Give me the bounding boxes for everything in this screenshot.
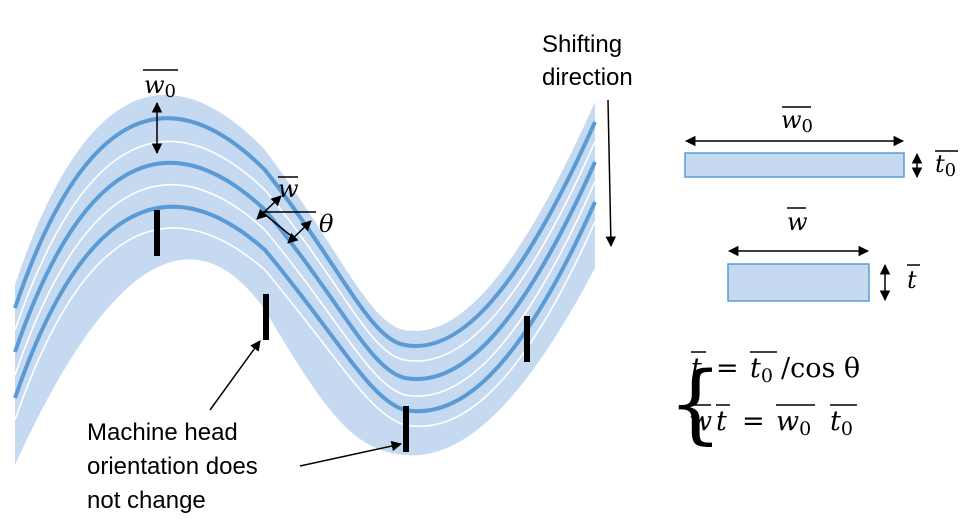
band-center-line — [13, 201, 597, 414]
machine-head-note: Machine head orientation does not change — [87, 340, 403, 514]
eq2-w: w — [689, 406, 712, 437]
eq2-equals: = — [742, 406, 765, 437]
shifted-cross-section: w t — [727, 207, 920, 302]
shifting-label-line2: direction — [542, 64, 633, 91]
note-line1: Machine head — [87, 419, 238, 446]
t-double-arrow — [287, 220, 312, 244]
shifted-rect — [727, 263, 870, 302]
w0-annotation: w0 — [143, 69, 178, 155]
eq1-equals: = — [716, 353, 739, 384]
shifting-direction: Shifting direction — [542, 31, 633, 248]
band-center-line — [13, 160, 597, 382]
band-center-line — [13, 116, 597, 348]
w-theta-annotation: w θ — [256, 175, 334, 244]
shifting-label-line1: Shifting — [542, 31, 622, 58]
wave-band — [13, 94, 597, 465]
machine-heads — [154, 210, 530, 452]
band-divider-line — [14, 221, 596, 428]
shifting-arrow — [605, 99, 617, 248]
eq1-rest: /cos θ — [781, 353, 860, 384]
theta-label: θ — [319, 210, 334, 238]
bottom-thickness-label: t — [907, 266, 917, 294]
band-divider-line — [14, 140, 596, 362]
eq2-t: t — [716, 406, 727, 437]
eq2-t0: t0 — [830, 406, 853, 440]
eq1-lhs: t — [691, 353, 702, 384]
w-label: w — [278, 175, 299, 203]
note-arrow-up — [209, 340, 261, 411]
w-double-arrow — [256, 195, 282, 220]
band-divider-line — [14, 181, 596, 397]
note-arrow-right — [299, 440, 403, 467]
original-cross-section: w0 t0 — [684, 106, 958, 181]
bottom-width-label: w — [787, 208, 808, 236]
note-line3: not change — [87, 487, 206, 514]
top-width-label: w0 — [781, 106, 813, 137]
top-thickness-label: t0 — [935, 150, 956, 181]
equations: { t = t0 /cos θ w t = w0 t0 — [668, 351, 860, 454]
eq2-w0: w0 — [776, 406, 811, 440]
original-rect — [684, 152, 905, 178]
eq1-num: t0 — [750, 353, 773, 387]
note-line2: orientation does — [87, 453, 258, 480]
w0-label: w0 — [144, 71, 176, 102]
left-brace: { — [668, 354, 723, 454]
